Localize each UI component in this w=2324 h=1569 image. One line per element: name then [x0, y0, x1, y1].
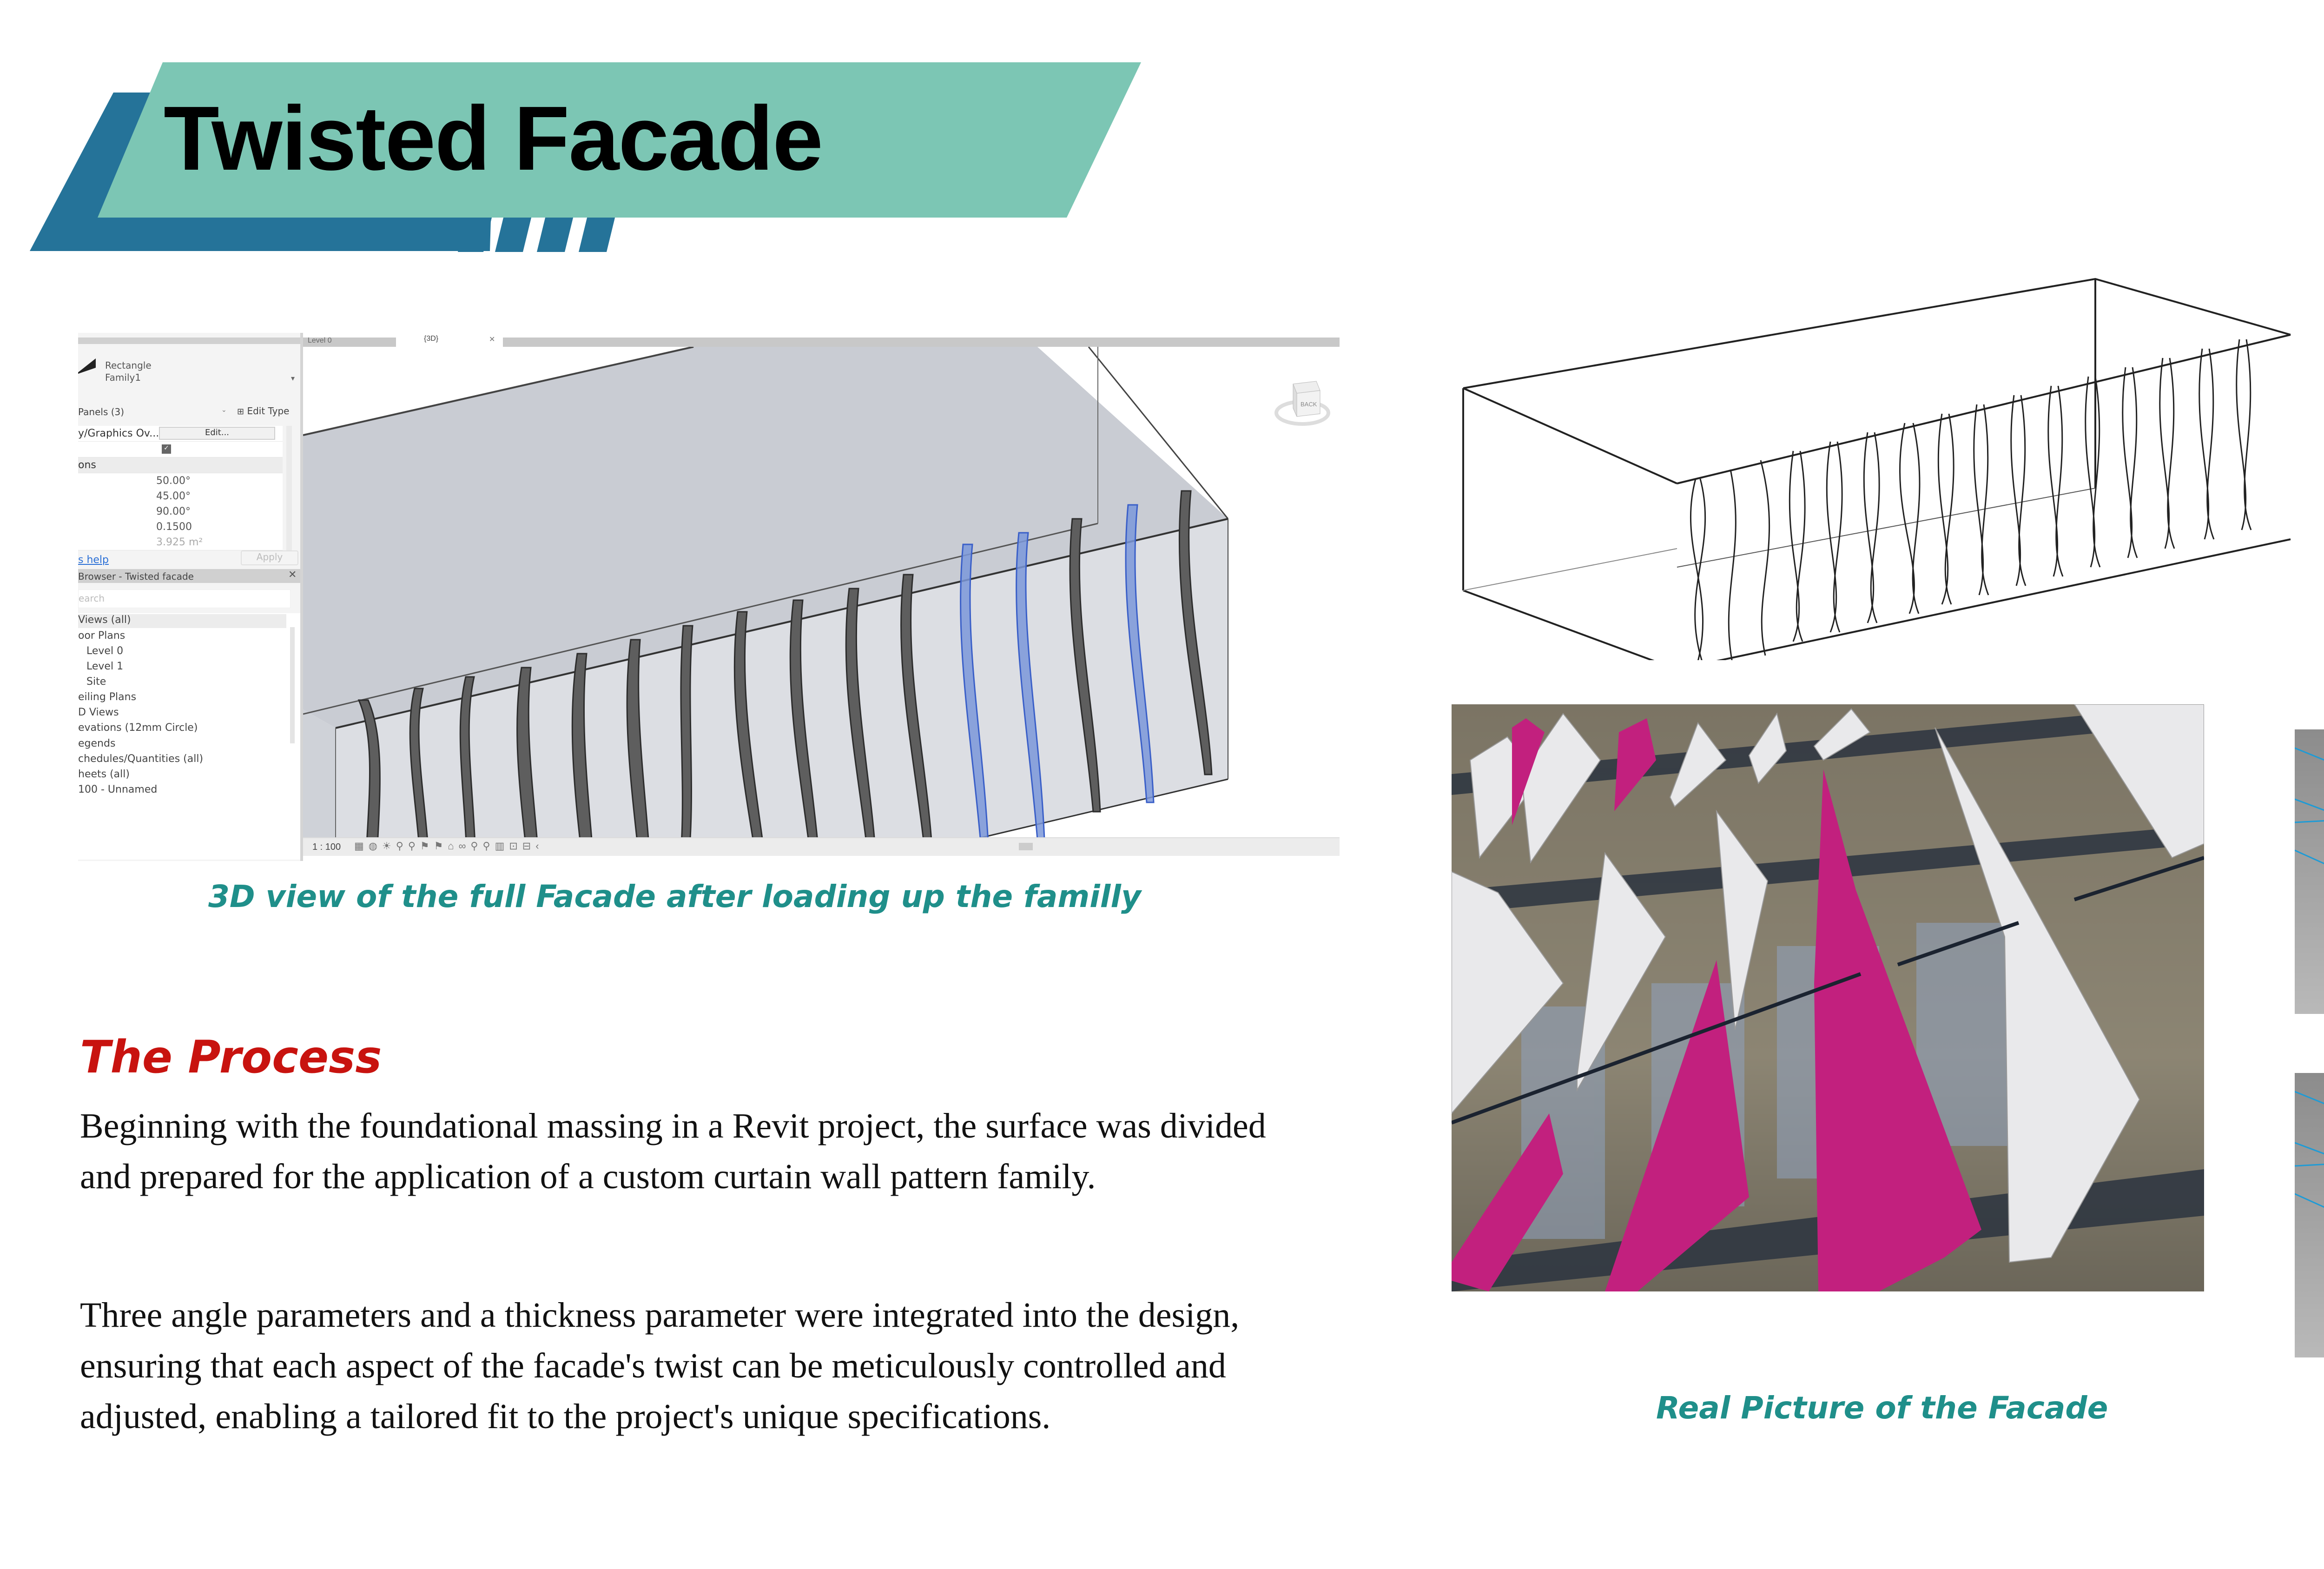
tab-3d[interactable]: {3D} — [396, 335, 503, 348]
status-scroll-handle[interactable] — [1019, 843, 1033, 850]
browser-item-level-1[interactable]: Level 1 — [86, 661, 124, 672]
property-row-angle-1[interactable]: 50.00° — [78, 473, 283, 489]
view-cube-face-label: BACK — [1301, 401, 1317, 408]
family-isometric-diagram — [2295, 1091, 2324, 1208]
edit-type-button[interactable]: ⊞ Edit Type — [237, 405, 290, 417]
properties-help-link[interactable]: s help — [78, 554, 109, 566]
facade-photo — [1452, 704, 2204, 1291]
type-name-line2: Family1 — [105, 372, 141, 383]
family-view-isometric-1 — [2295, 729, 2324, 1014]
properties-scrollbar[interactable] — [286, 426, 292, 551]
property-group-header[interactable]: ons — [78, 457, 283, 473]
caption-real-photo: Real Picture of the Facade — [1656, 1390, 2108, 1426]
browser-item-sheet-unnamed[interactable]: 100 - Unnamed — [78, 784, 158, 795]
view-control-bar: 1 : 100 ▦◍☀⚲⚲⚑⚑⌂∞⚲⚲▥⊡⊟‹ — [303, 837, 1340, 856]
process-paragraph-2: Three angle parameters and a thickness p… — [80, 1296, 1240, 1436]
caption-revit-view: 3D view of the full Facade after loading… — [208, 879, 1142, 914]
massing-3d-model — [303, 347, 1229, 837]
browser-item-level-0[interactable]: Level 0 — [86, 645, 124, 657]
filter-chevron-icon[interactable]: ⌄ — [221, 406, 227, 414]
project-browser-title-bar — [78, 569, 300, 583]
browser-item-schedules[interactable]: chedules/Quantities (all) — [78, 753, 204, 765]
type-name-line1: Rectangle — [105, 360, 152, 371]
tab-level-0[interactable]: Level 0 — [308, 337, 332, 344]
browser-item-ceiling-plans[interactable]: eiling Plans — [78, 691, 137, 703]
browser-item-floor-plans[interactable]: oor Plans — [78, 630, 125, 642]
3d-viewport[interactable]: Level 0 {3D} ✕ — [303, 333, 1340, 861]
properties-palette: Rectangle Family1 ▾ Panels (3) ⌄ ⊞ Edit … — [78, 333, 303, 861]
browser-scrollbar[interactable] — [290, 627, 295, 743]
wireframe-fins — [1690, 339, 2252, 660]
family-isometric-diagram — [2295, 747, 2324, 865]
edit-type-icon: ⊞ — [237, 407, 244, 417]
view-cube[interactable]: BACK — [1274, 375, 1330, 430]
graphics-override-edit-button[interactable]: Edit... — [159, 427, 275, 440]
type-thumbnail — [78, 347, 97, 391]
browser-item-3d-views[interactable]: D Views — [78, 707, 119, 718]
property-row-area: 3.925 m² — [78, 535, 283, 550]
header-banner — [98, 62, 1141, 218]
property-row-angle-3[interactable]: 90.00° — [78, 504, 283, 520]
facade-photo-render — [1452, 704, 2204, 1291]
family-view-isometric-2 — [2295, 1073, 2324, 1357]
type-selector-chevron-icon[interactable]: ▾ — [291, 374, 295, 383]
view-scale[interactable]: 1 : 100 — [312, 842, 341, 852]
browser-item-sheets[interactable]: heets (all) — [78, 768, 130, 780]
property-row-thickness[interactable]: 0.1500 — [78, 519, 283, 535]
property-row: y/Graphics Ov... Edit... — [78, 426, 283, 442]
property-row-angle-2[interactable]: 45.00° — [78, 489, 283, 504]
apply-button[interactable]: Apply — [241, 550, 298, 565]
project-browser-title: Browser - Twisted facade — [78, 571, 194, 582]
browser-item-views[interactable]: Views (all) — [78, 614, 286, 628]
palette-title-bar — [78, 338, 300, 344]
view-tab-bar — [303, 338, 1340, 347]
view-control-icons[interactable]: ▦◍☀⚲⚲⚑⚑⌂∞⚲⚲▥⊡⊟‹ — [354, 840, 544, 852]
browser-item-site[interactable]: Site — [86, 676, 106, 688]
header-stripes — [458, 214, 616, 252]
tab-close-icon[interactable]: ✕ — [489, 336, 495, 344]
process-paragraph-1: Beginning with the foundational massing … — [80, 1106, 1266, 1196]
browser-search-input[interactable]: earch — [78, 589, 290, 608]
process-heading: The Process — [80, 1031, 382, 1083]
browser-item-elevations[interactable]: evations (12mm Circle) — [78, 722, 198, 734]
page-title: Twisted Facade — [164, 87, 823, 189]
browser-item-legends[interactable]: egends — [78, 738, 116, 749]
wireframe-facade-diagram — [1462, 278, 2291, 660]
close-icon[interactable]: ✕ — [288, 569, 297, 581]
property-checkbox[interactable]: ✓ — [162, 444, 171, 454]
view-cube-icon — [1274, 381, 1330, 426]
fins — [357, 490, 1213, 837]
browser-tree: Views (all) oor Plans Level 0 Level 1 Si… — [78, 613, 300, 860]
revit-screenshot: Rectangle Family1 ▾ Panels (3) ⌄ ⊞ Edit … — [78, 333, 1340, 861]
element-filter-dropdown[interactable]: Panels (3) — [78, 406, 125, 417]
property-row: ✓ — [78, 442, 283, 457]
